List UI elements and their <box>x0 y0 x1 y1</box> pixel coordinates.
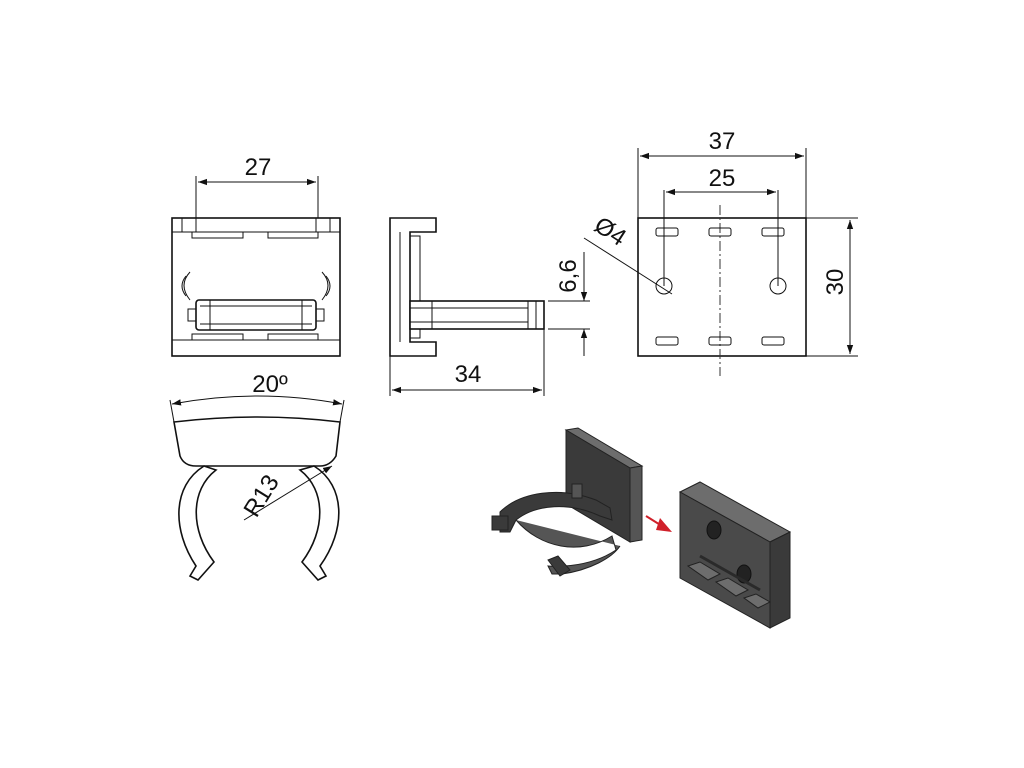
isometric-back-plate <box>678 481 792 629</box>
dim-back-height: 30 <box>822 269 849 296</box>
dim-front-width: 27 <box>245 154 272 181</box>
isometric-clip-part <box>491 427 644 577</box>
dim-hole-spacing: 25 <box>709 165 736 192</box>
dim-clip-radius: R13 <box>239 470 285 522</box>
dim-back-width: 37 <box>709 128 736 155</box>
dim-hole-offset: 6,6 <box>555 259 582 292</box>
side-view: 34 6,6 <box>389 217 590 396</box>
back-view: 37 25 30 Ø4 <box>583 128 858 376</box>
clip-view: 20º R13 <box>169 371 345 581</box>
dim-clip-angle: 20º <box>252 371 288 398</box>
front-view: 27 <box>171 154 341 357</box>
red-arrow-icon <box>645 515 672 532</box>
dim-side-depth: 34 <box>455 361 482 388</box>
